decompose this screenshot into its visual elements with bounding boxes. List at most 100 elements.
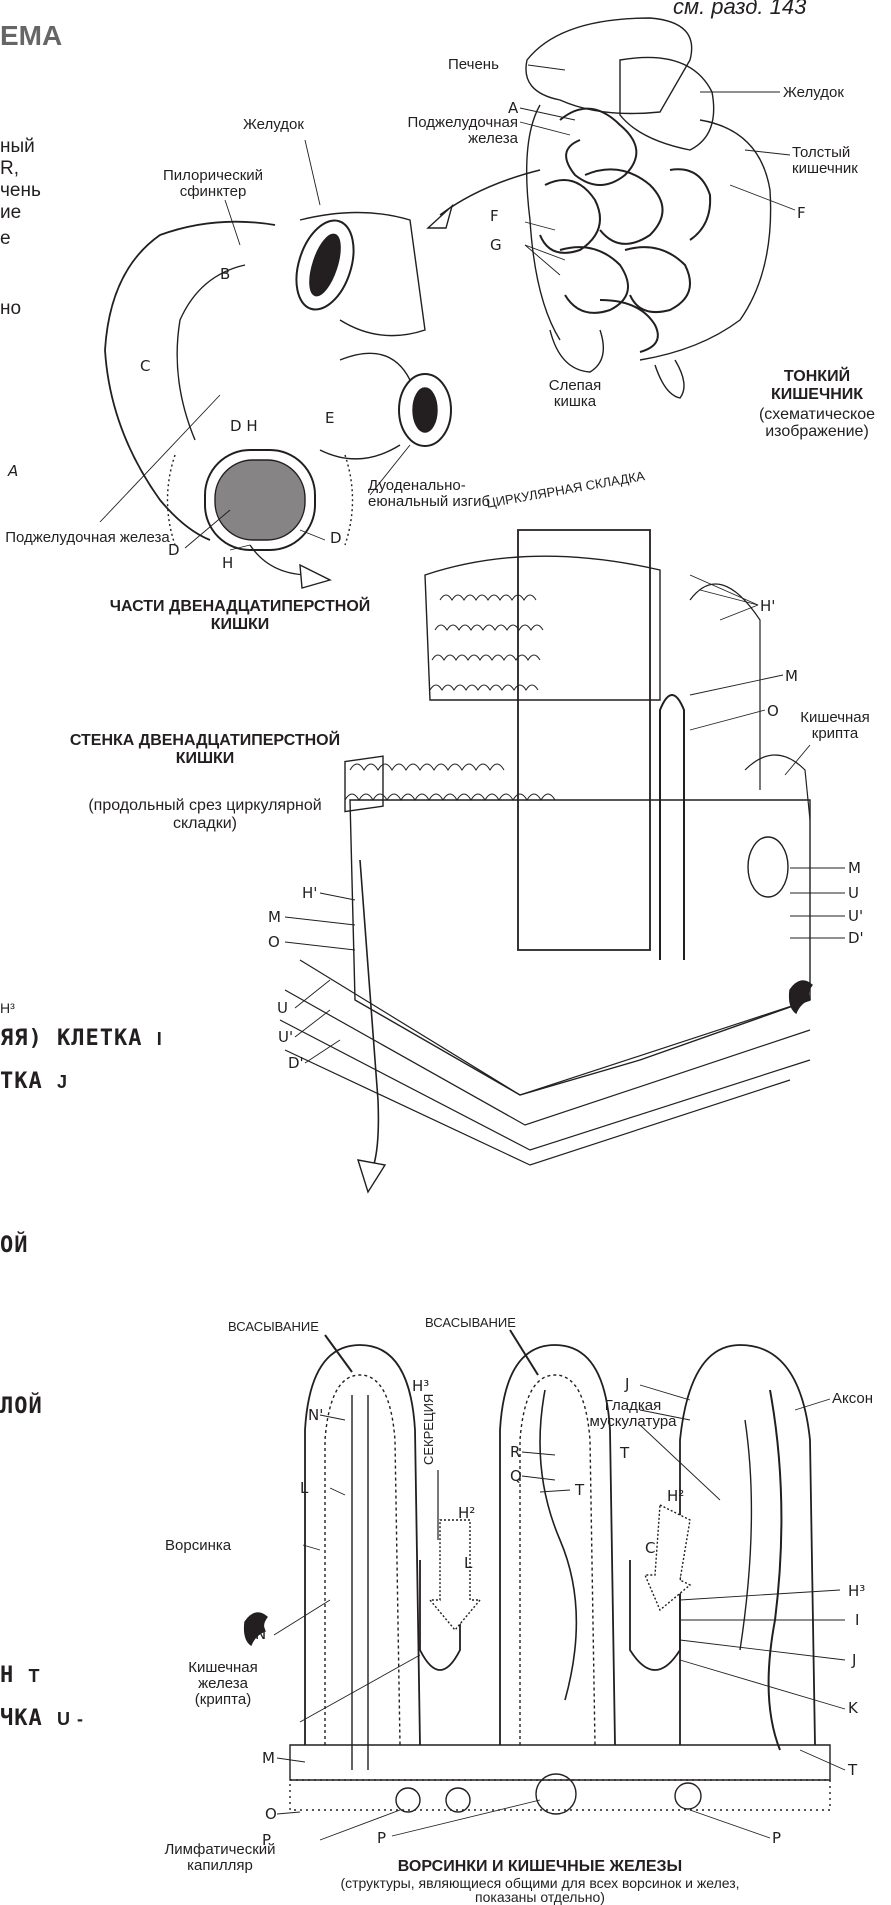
label-cecum: Слепая кишка [530, 378, 620, 410]
small-intestine-leader-lines [520, 65, 795, 275]
label-p-mid: P [377, 1830, 386, 1847]
label-d-left: D [168, 542, 180, 559]
label-smooth-muscle: Гладкая мускулатура [578, 1398, 688, 1430]
label-r: R [510, 1444, 520, 1461]
stomach-outline [620, 57, 714, 150]
label-d-right: D [330, 530, 342, 547]
label-l-left: L [300, 1480, 308, 1497]
label-f-right: F [797, 205, 806, 222]
fragment-row-4: ЛОЙ [0, 1398, 43, 1415]
duodenum-wall-title: СТЕНКА ДВЕНАДЦАТИПЕРСТНОЙ КИШКИ [60, 732, 350, 768]
label-m-top: M [785, 668, 798, 685]
label-u1-right: U' [848, 908, 863, 925]
label-t-mid: T [620, 1445, 629, 1462]
small-intestine-title: ТОНКИЙ КИШЕЧНИК [742, 368, 891, 404]
label-b: B [220, 266, 230, 283]
label-stomach-overview: Желудок [783, 84, 844, 101]
colon-outline [527, 105, 771, 360]
liver-outline [526, 18, 692, 114]
label-j-top: J [625, 1376, 629, 1393]
fragment-letter-a: A [8, 463, 18, 480]
label-pyloric: Пилорический сфинктер [148, 168, 278, 200]
label-m-right: M [848, 860, 861, 877]
stomach-opening-inner [304, 231, 347, 299]
duodenum-parts-title: ЧАСТИ ДВЕНАДЦАТИПЕРСТНОЙ КИШКИ [95, 598, 385, 634]
fragment-row-3: ОЙ [0, 1237, 29, 1254]
h2-arrow-right [645, 1505, 690, 1610]
label-k: K [848, 1700, 858, 1717]
label-colon: Толстый кишечник [792, 145, 891, 177]
label-u-right: U [848, 885, 859, 902]
villi-leader-lines [274, 1385, 845, 1840]
vessel-4 [675, 1783, 701, 1809]
lacteal-left [352, 1395, 368, 1770]
label-h: H [222, 555, 233, 572]
label-i: I [855, 1612, 859, 1629]
fragment-row-5: Н T [0, 1667, 41, 1685]
villus-left-inner [325, 1375, 400, 1745]
fragment-line-1: ный [0, 138, 35, 155]
label-q: Q [510, 1468, 522, 1485]
label-h1-left: H' [302, 885, 317, 902]
fold-villi-right [690, 584, 760, 790]
label-o-top: O [767, 703, 779, 720]
fragment-line-3: чень [0, 182, 41, 199]
label-lymph-capillary: Лимфатический капилляр [155, 1842, 285, 1874]
jejunum-opening-inner [413, 388, 437, 432]
ascending-part [320, 353, 410, 459]
villi-title: ВОРСИНКИ И КИШЕЧНЫЕ ЖЕЛЕЗЫ [330, 1858, 750, 1876]
label-c: C [140, 358, 150, 375]
label-d1-left: D' [288, 1055, 304, 1072]
label-n: N [255, 1626, 266, 1643]
label-villus: Ворсинка [165, 1537, 231, 1554]
wall-layers [280, 960, 810, 1165]
label-crypt-wall: Кишечная крипта [780, 710, 890, 742]
block-front-face [350, 800, 810, 1095]
duodenum-wall-subtitle: (продольный срез циркулярной складки) [80, 797, 330, 833]
axon-line [769, 1390, 782, 1750]
fragment-line-6: но [0, 300, 21, 317]
label-j: J [852, 1652, 856, 1669]
label-liver: Печень [448, 56, 499, 73]
label-t-bottom: T [848, 1762, 857, 1779]
fragment-line-4: ие [0, 204, 21, 221]
label-stomach-duodenum: Желудок [243, 116, 304, 133]
label-intestinal-gland: Кишечная железа (крипта) [168, 1660, 278, 1708]
label-c-villi: C [645, 1540, 655, 1557]
right-villi-cluster [745, 755, 810, 820]
label-h2-right: H² [667, 1488, 684, 1505]
label-o-left: O [268, 934, 280, 951]
villus-right [680, 1345, 815, 1745]
label-absorption-left: ВСАСЫВАНИЕ [228, 1318, 319, 1335]
label-n1: N' [308, 1407, 323, 1424]
circular-fold-frame [518, 530, 650, 950]
vessel-2 [446, 1788, 470, 1812]
arrow-to-duodenum-head [428, 206, 452, 228]
label-g: G [490, 237, 502, 254]
label-e: E [325, 410, 334, 427]
vessel-1 [396, 1788, 420, 1812]
fold-core [660, 695, 684, 960]
muscularis-band [290, 1780, 830, 1810]
axon-line-2 [740, 1420, 751, 1650]
label-o-villi: O [265, 1806, 277, 1823]
label-h1-top: H' [760, 598, 775, 615]
label-h3-top: H³ [412, 1378, 429, 1395]
label-pancreas-overview: Поджелудочная железа [368, 115, 518, 147]
fragment-row-1: ЯЯ) КЛЕТКА I [0, 1030, 163, 1048]
label-dh: D H [230, 418, 258, 435]
label-h2-left: H² [458, 1505, 475, 1522]
fragment-h3: H³ [0, 1000, 15, 1017]
fragment-row-6: ЧКА U - [0, 1710, 84, 1728]
page-title-fragment: ЕМА [0, 20, 62, 52]
fragment-line-5: е [0, 230, 11, 247]
fragment-row-2: ТКА J [0, 1073, 68, 1091]
label-absorption-right: ВСАСЫВАНИЕ [425, 1314, 516, 1331]
label-flexure: Дуоденально-еюнальный изгиб [368, 478, 498, 510]
arrow-to-caption-head [300, 565, 330, 588]
label-m-villi: M [262, 1750, 275, 1767]
label-l-right: L [464, 1555, 472, 1572]
small-intestine-subtitle: (схематическое изображение) [742, 406, 891, 440]
opened-duodenum-mucosa [215, 460, 305, 540]
intestine-coils [540, 109, 710, 352]
